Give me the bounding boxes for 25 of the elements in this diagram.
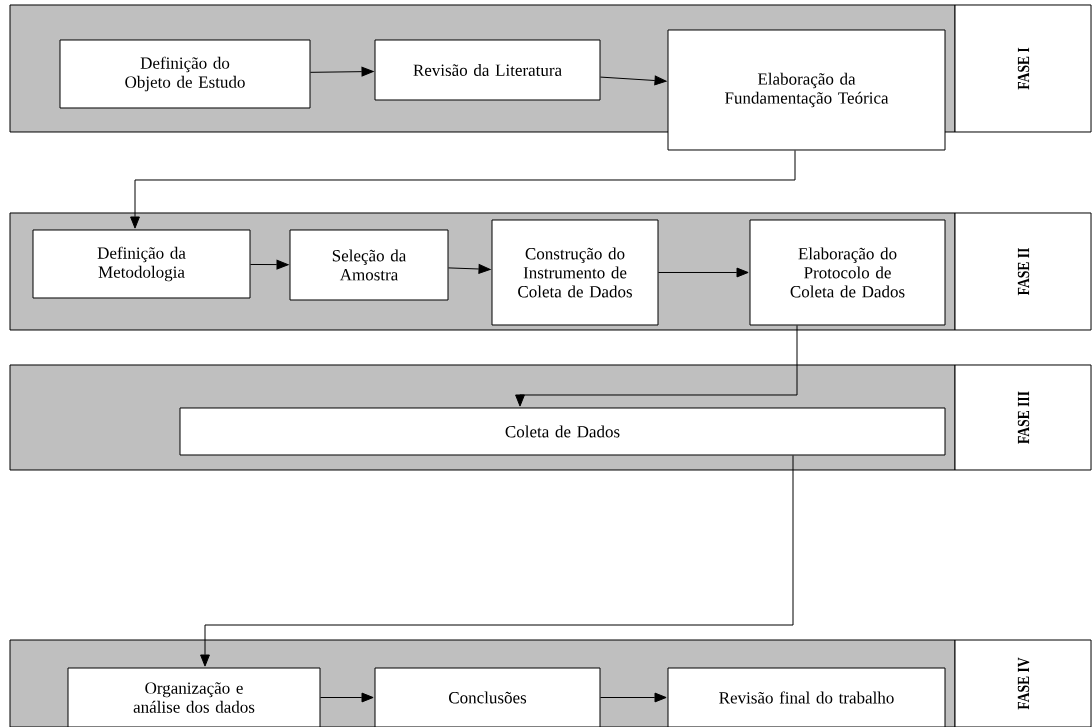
arrow xyxy=(320,692,374,703)
process-box: Seleção da Amostra xyxy=(289,229,449,301)
node-label: FASE III xyxy=(1017,391,1030,444)
arrow xyxy=(250,259,289,270)
arrow xyxy=(310,66,374,77)
arrow xyxy=(600,75,667,86)
node-label: FASE I xyxy=(1017,47,1030,90)
process-box: Elaboração da Fundamentação Teórica xyxy=(667,29,946,151)
process-box: Elaboração do Protocolo de Coleta de Dados xyxy=(749,219,946,326)
arrow xyxy=(130,150,796,229)
process-box: Coleta de Dados xyxy=(179,407,946,456)
process-box: Definição da Metodologia xyxy=(32,229,251,299)
process-box: Revisão da Literatura xyxy=(374,39,601,101)
arrow xyxy=(515,325,798,407)
arrow xyxy=(600,692,667,703)
process-box: Conclusões xyxy=(374,667,601,727)
node-label: FASE IV xyxy=(1017,657,1030,710)
process-box: Construção do Instrumento de Coleta de Dados xyxy=(491,219,659,326)
arrow xyxy=(658,267,749,278)
process-box: Definição do Objeto de Estudo xyxy=(59,39,311,109)
process-box: Revisão final do trabalho xyxy=(667,667,946,727)
arrow xyxy=(448,264,491,274)
node-label: FASE II xyxy=(1017,248,1030,296)
arrow xyxy=(200,455,794,667)
process-box: Organização e análise dos dados xyxy=(67,667,321,727)
